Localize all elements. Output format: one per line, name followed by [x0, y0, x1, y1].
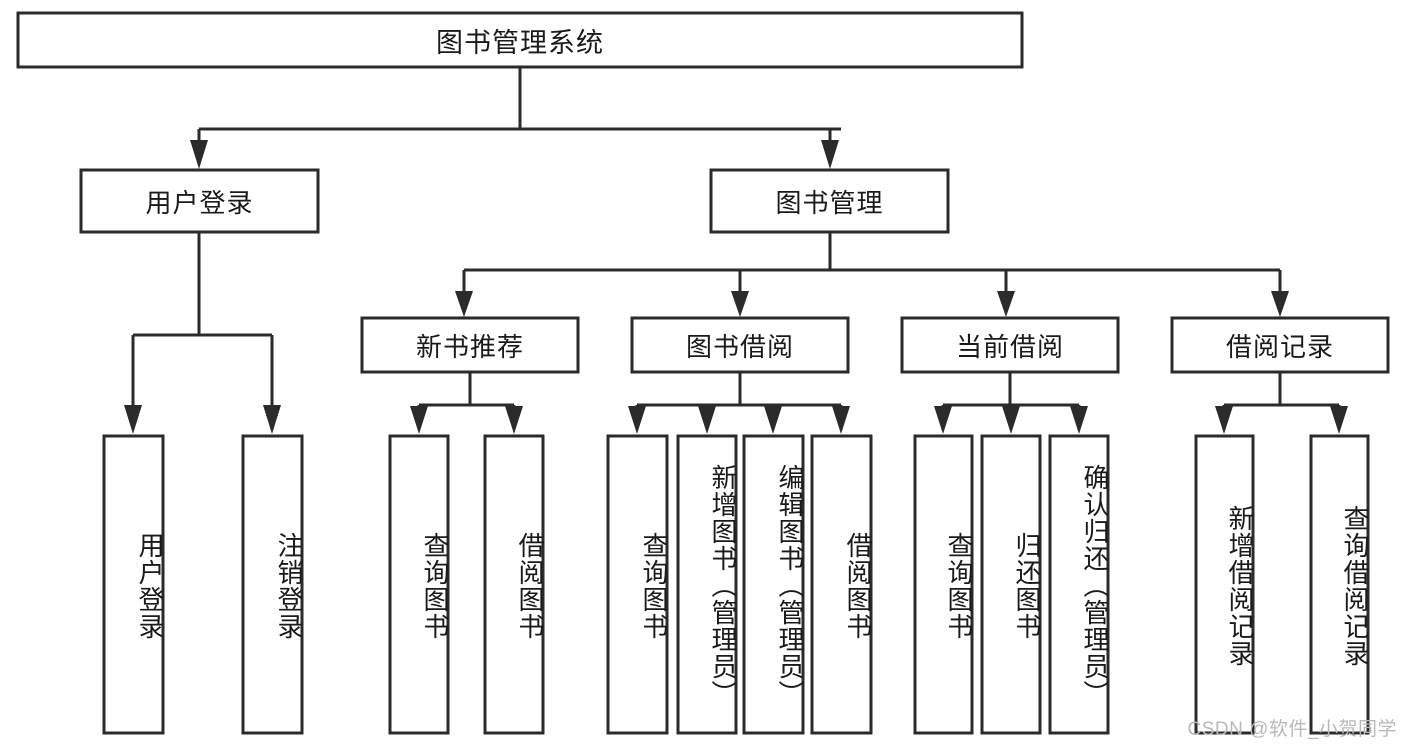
arrowhead-br-query-record — [1330, 406, 1348, 434]
node-box-leaf-return-book[interactable] — [980, 434, 1042, 735]
arrowhead-leaf-logout — [263, 405, 281, 434]
edge-current-borrow-to-leaves — [934, 372, 1088, 434]
arrowhead-cb-confirm-return — [1070, 406, 1088, 434]
node-box-leaf-query-book-current[interactable] — [913, 434, 974, 735]
edge-root-to-level2 — [190, 67, 841, 169]
node-box-book-borrow[interactable] — [630, 316, 850, 374]
arrowhead-cb-query-book — [934, 406, 952, 434]
edge-user-login-to-leaves — [124, 232, 281, 434]
arrowhead-book-borrow — [731, 291, 749, 317]
arrowhead-cb-return-book — [1002, 406, 1020, 434]
node-box-borrow-records[interactable] — [1170, 316, 1390, 374]
arrowhead-book-management — [821, 140, 839, 169]
node-box-current-borrow[interactable] — [900, 316, 1120, 374]
arrowhead-leaf-user-login — [124, 405, 142, 434]
node-box-leaf-borrow-book[interactable] — [810, 434, 873, 735]
node-box-leaf-edit-book-admin[interactable] — [742, 434, 805, 735]
arrowhead-nbr-borrow-book — [505, 406, 523, 434]
node-box-leaf-add-borrow-record[interactable] — [1194, 434, 1255, 735]
node-box-leaf-query-book-recommend[interactable] — [388, 434, 450, 735]
arrowhead-current-borrow — [997, 291, 1015, 317]
node-box-root[interactable] — [16, 11, 1024, 69]
node-box-leaf-query-borrow-record[interactable] — [1309, 434, 1370, 735]
node-box-leaf-user-login[interactable] — [102, 434, 165, 735]
edge-book-management-to-level3 — [455, 232, 1289, 317]
node-box-leaf-query-book[interactable] — [606, 434, 669, 735]
node-box-leaf-borrow-book-recommend[interactable] — [483, 434, 545, 735]
node-box-leaf-add-book-admin[interactable] — [676, 434, 738, 735]
arrowhead-br-add-record — [1215, 406, 1233, 434]
node-box-book-management[interactable] — [709, 168, 950, 234]
arrowhead-nbr-query-book — [410, 406, 428, 434]
arrowhead-bb-add-book — [698, 406, 716, 434]
edge-new-book-recommend-to-leaves — [410, 372, 523, 434]
arrowhead-bb-borrow-book — [832, 406, 850, 434]
node-box-leaf-confirm-return-admin[interactable] — [1048, 434, 1110, 735]
arrowhead-borrow-records — [1271, 291, 1289, 317]
arrowhead-new-book-recommend — [455, 291, 473, 317]
arrowhead-user-login — [190, 140, 208, 169]
node-box-user-login[interactable] — [79, 168, 320, 234]
edge-book-borrow-to-leaves — [628, 372, 850, 434]
node-box-leaf-logout[interactable] — [241, 434, 304, 735]
arrowhead-bb-query-book — [628, 406, 646, 434]
node-box-new-book-recommend[interactable] — [360, 316, 580, 374]
edge-borrow-records-to-leaves — [1215, 372, 1348, 434]
csdn-watermark: CSDN @软件_小贺同学 — [1187, 719, 1397, 740]
arrowhead-bb-edit-book — [764, 406, 782, 434]
